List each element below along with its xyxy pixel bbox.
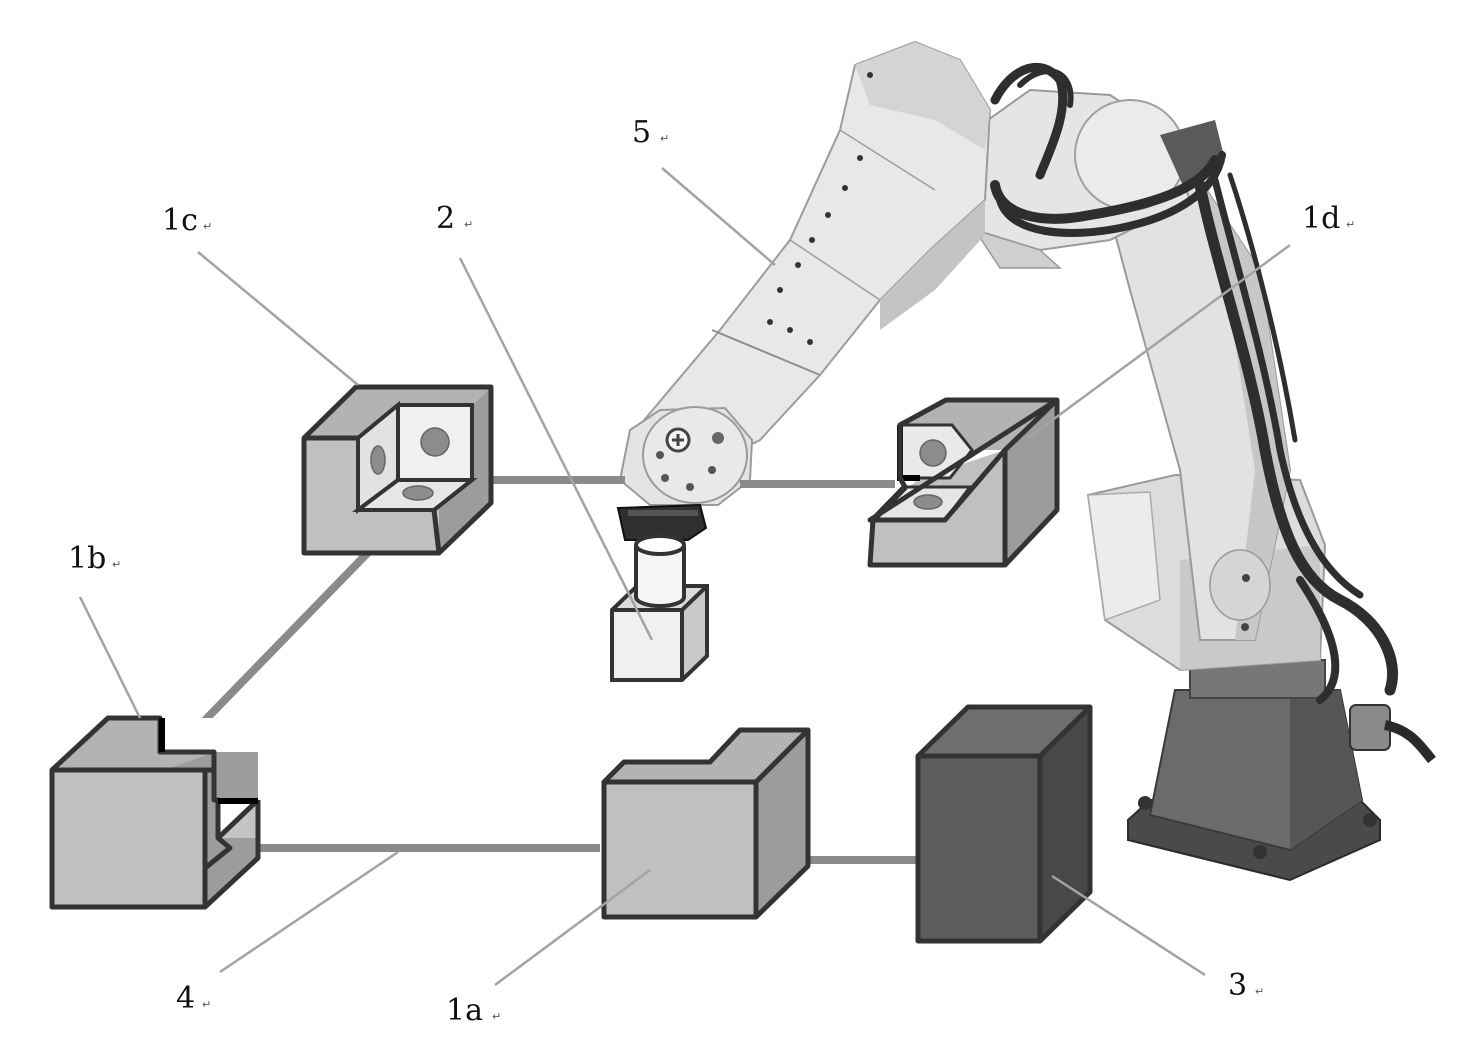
label-5: 5 xyxy=(632,115,651,150)
leader-3 xyxy=(1051,874,1206,977)
return-mark-4: ↵ xyxy=(202,998,211,1011)
leader-5 xyxy=(661,167,776,266)
leader-1c xyxy=(197,251,359,386)
leader-1a xyxy=(494,868,651,987)
label-1a: 1a xyxy=(446,993,483,1028)
return-mark-1d: ↵ xyxy=(1346,218,1355,231)
label-1d: 1d xyxy=(1302,201,1340,236)
return-mark-1a: ↵ xyxy=(492,1010,501,1023)
robot-wrist xyxy=(616,406,754,541)
part-fixture-2 xyxy=(610,534,709,682)
leader-lines xyxy=(78,167,1291,987)
station-1d xyxy=(867,397,1060,568)
return-mark-1c: ↵ xyxy=(203,220,212,233)
return-mark-2: ↵ xyxy=(464,218,473,231)
label-3: 3 xyxy=(1228,968,1247,1003)
leader-2 xyxy=(458,257,654,641)
leader-1d xyxy=(1027,243,1291,440)
labels: 5 ↵ 1c ↵ 2 ↵ 1d ↵ 1b ↵ 4 ↵ 1a ↵ 3 ↵ xyxy=(68,115,1355,1028)
label-1c: 1c xyxy=(162,203,198,238)
robot-arm xyxy=(616,40,1436,882)
return-mark-5: ↵ xyxy=(660,132,669,145)
station-1a xyxy=(601,727,811,920)
station-1c xyxy=(301,384,494,556)
label-1b: 1b xyxy=(68,541,106,576)
robot-upper-arm xyxy=(638,40,992,472)
label-2: 2 xyxy=(436,201,455,236)
controller-3 xyxy=(915,704,1093,944)
return-mark-1b: ↵ xyxy=(112,558,121,571)
leader-4 xyxy=(219,850,399,974)
connector-1b-1c xyxy=(175,532,388,751)
return-mark-3: ↵ xyxy=(1255,985,1264,998)
leader-1b xyxy=(78,596,142,719)
label-4: 4 xyxy=(176,981,195,1016)
robot-base xyxy=(1127,659,1436,882)
station-1b xyxy=(49,715,261,910)
